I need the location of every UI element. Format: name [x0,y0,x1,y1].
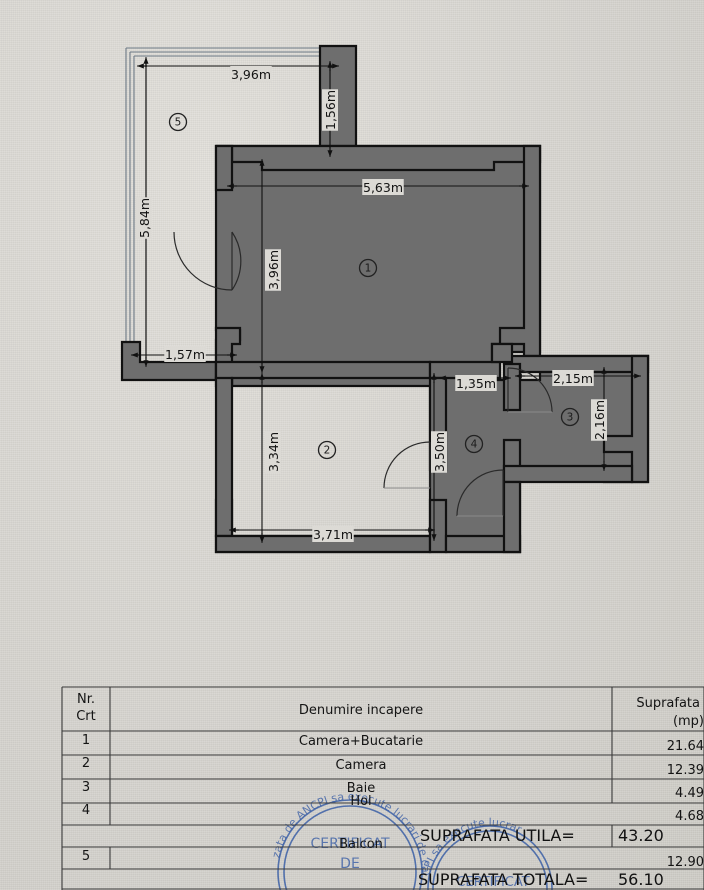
row-5-area: 12.90 [667,855,704,870]
total-label-2: SUPRAFATA TOTALA= [418,870,588,889]
row-3-nr: 3 [82,780,90,795]
dimension-label-balcony-length: 5,84m [136,197,152,239]
svg-text:2: 2 [324,445,331,457]
door-room2 [383,441,431,489]
svg-text:3,34m: 3,34m [266,432,281,472]
room-marker-5: 5 [168,112,188,132]
row-3-name: Baie [347,781,376,796]
stamp-line2-left: DE [340,856,360,872]
room-number-markers: 1 2 3 4 5 [168,112,580,460]
room-marker-2: 2 [317,440,337,460]
header-nr-crt-line1: Nr. [77,692,95,707]
door-hol-lower [456,469,504,517]
svg-text:1,35m: 1,35m [456,376,496,391]
total-value-2: 56.10 [618,870,664,889]
dimension-label-hol-depth: 3,50m [431,431,447,473]
row-1-area: 21.64 [667,739,704,754]
row-4-name: Hol [350,794,371,809]
svg-text:1,57m: 1,57m [165,347,205,362]
svg-text:3,71m: 3,71m [313,527,353,542]
stamp-line1-right: CERTIFICAT [456,875,529,890]
header-suprafata-line1: Suprafata [636,696,700,711]
svg-text:3: 3 [567,412,574,424]
row-5-name: Balcon [339,837,383,852]
row-2-name: Camera [335,758,386,773]
room-marker-3: 3 [560,407,580,427]
row-1-name: Camera+Bucatarie [299,734,423,749]
header-nr-crt-line2: Crt [76,709,96,724]
dimension-labels: 3,96m 1,56m 5,84m 1,57m 5,63m 3,96m 3,34m 3,71m… [136,66,607,542]
room-marker-4: 4 [464,434,484,454]
svg-text:5,63m: 5,63m [363,180,403,195]
total-value-1: 43.20 [618,826,664,845]
dimension-label-room1-depth: 3,96m [265,249,281,291]
dimension-label-room2-depth: 3,34m [265,431,281,473]
dimension-label-baie-width: 2,15m [552,370,594,386]
svg-text:3,50m: 3,50m [432,432,447,472]
row-2-nr: 2 [82,756,90,771]
svg-text:3,96m: 3,96m [266,250,281,290]
svg-text:2,15m: 2,15m [553,371,593,386]
row-2-area: 12.39 [667,763,704,778]
floor-plan-drawing: .wall{fill:#6e6e6e;stroke:#111;stroke-wi… [120,44,650,554]
total-label-1: SUPRAFATA UTILA= [420,826,575,845]
dimension-label-balcony-offset: 1,57m [164,346,206,362]
row-4-nr: 4 [82,803,90,818]
door-baie [507,367,553,413]
door-room1-balcony [173,231,242,291]
svg-text:1: 1 [365,263,372,275]
dimension-label-room1-width: 5,63m [362,179,404,195]
dimension-label-baie-depth: 2,16m [591,399,607,441]
svg-text:2,16m: 2,16m [592,400,607,440]
svg-text:1,56m: 1,56m [323,90,338,130]
svg-text:5,84m: 5,84m [137,198,152,238]
svg-text:5: 5 [175,117,182,129]
walls [214,144,650,554]
dimension-label-hol-width: 1,35m [455,375,497,391]
table-grid [61,686,704,890]
dimension-label-room2-width: 3,71m [312,526,354,542]
dimension-label-balcony-width: 3,96m [230,66,272,82]
row-4-area: 4.68 [675,809,704,824]
row-3-area: 4.49 [675,786,704,801]
svg-text:4: 4 [471,439,478,451]
header-denumire-incapere: Denumire incapere [299,703,423,718]
row-5-nr: 5 [82,849,90,864]
room-marker-1: 1 [358,258,378,278]
svg-text:3,96m: 3,96m [231,67,271,82]
stamp-line1-left: CERTIFICAT [310,836,389,852]
balcony-railing [125,47,330,360]
dimension-label-balcony-notch-depth: 1,56m [322,89,338,131]
row-1-nr: 1 [82,733,90,748]
header-suprafata-unit: (mp) [673,714,704,729]
